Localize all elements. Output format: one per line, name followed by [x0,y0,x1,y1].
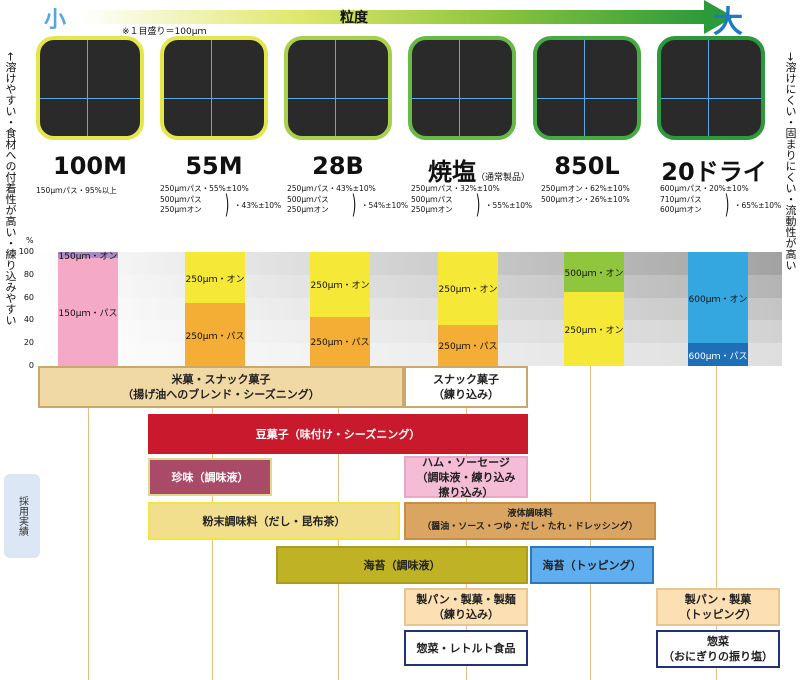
bar-segment [438,252,498,325]
small-label: 小 [44,8,67,33]
product-name: 100M [53,152,127,180]
usage-item: 惣菜 （おにぎりの振り塩） [656,630,780,668]
bar-segment [310,252,370,317]
scale-note: ※１目盛り＝100μｍ [122,27,207,37]
product-name: 55M [185,152,243,180]
product-spec: 600μｍパス・20%±10% 710μｍパス 600μｍオン [660,184,749,214]
product-name: 焼塩（通常製品） [427,158,530,186]
bar-segment [185,303,245,366]
grid-band [35,252,782,275]
bar-segment [564,291,624,366]
bar-segment-label: 500μｍ・オン [564,268,624,279]
grid-band [35,297,782,321]
product-spec-sum: ・54%±10% [361,201,409,210]
y-tick-label: 100 [18,247,34,256]
bar-segment-label: 250μｍ・パス [185,331,245,342]
granularity-arrow [80,10,708,24]
product-spec: 250μｍオン・62%±10% 500μｍオン・26%±10% [541,184,630,204]
axis-title: 粒度 [340,10,368,26]
usage-item: 惣菜・レトルト食品 [404,630,528,666]
product-photo-100m [36,36,144,140]
bar-segment-label: 250μｍ・オン [438,285,498,296]
product-photo-28b [284,36,392,140]
usage-item: 米菓・スナック菓子 （揚げ油へのブレンド・シーズニング） [38,366,404,408]
bar-segment-label: 600μｍ・オン [688,294,748,305]
bar-segment [564,252,624,292]
usage-item: 海苔（調味液） [276,546,528,584]
usage-item: ハム・ソーセージ （調味液・練り込み 擦り込み） [404,456,528,499]
bar-segment [310,316,370,366]
y-tick-label: 60 [23,292,34,302]
grid-band [35,343,782,366]
product-spec-sum: ・55%±10% [485,201,533,210]
usage-item: 海苔（トッピング） [530,546,654,584]
brace: ) [475,190,481,220]
product-spec: 150μｍパス・95%以上 [36,186,117,195]
bar-segment-label: 250μｍ・パス [310,338,370,349]
usage-item: 珍味（調味液） [148,458,272,496]
bar-segment-label: 250μｍ・パス [438,342,498,353]
usage-item: 液体調味料 （醤油・ソース・つゆ・だし・たれ・ドレッシング） [404,502,656,540]
bar-segment-label: 600μｍ・パス [688,351,748,362]
product-name: 850L [554,152,620,180]
usage-item: 製パン・製菓 （トッピング） [656,588,780,626]
arrow-head [704,0,734,34]
usage-item: 製パン・製菓・製麺 （練り込み） [404,588,528,626]
bar-segment [58,257,118,366]
brace: ) [724,190,730,220]
product-spec: 250μｍパス・55%±10% 500μｍパス 250μｍオン [160,184,249,214]
y-tick-label: 20 [23,338,34,348]
brace: ) [224,190,230,220]
bar-segment [58,252,118,258]
large-label: 大 [713,5,743,40]
product-name: 20ドライ [661,158,767,186]
guide-line [716,366,717,680]
grid-band [35,274,782,298]
product-photo-yakishio [408,36,516,140]
product-spec: 250μｍパス・32%±10% 500μｍパス 250μｍオン [411,184,500,214]
right-side-text: →溶けにくい・固まりにくい・流動性が高い [784,52,797,271]
y-axis-unit: % [26,236,34,245]
bar-segment-label: 250μｍ・オン [310,281,370,292]
bar-segment-label: 150μｍ・パス [58,308,118,319]
product-photo-20dry [657,36,765,140]
bar-segment-label: 150μｍ・オン [58,251,118,262]
y-tick-label: 80 [23,269,34,279]
brace: ) [351,190,357,220]
y-tick-label: 0 [28,361,34,370]
usage-item: 豆菓子（味付け・シーズニング） [148,414,528,454]
bar-segment [438,324,498,366]
bar-segment [688,343,748,366]
product-photo-55m [160,36,268,140]
usage-badge: 採用実績 [4,474,40,558]
usage-item: 粉末調味料（だし・昆布茶） [148,502,400,540]
grid-band [35,320,782,344]
product-spec-sum: ・65%±10% [734,201,782,210]
bar-segment-label: 250μｍ・オン [185,274,245,285]
y-tick-label: 40 [23,315,34,325]
product-spec-sum: ・43%±10% [234,201,282,210]
bar-segment [185,252,245,304]
bar-segment [688,252,748,344]
product-name: 28B [312,152,364,180]
product-photo-850l [533,36,641,140]
product-spec: 250μｍパス・43%±10% 500μｍパス 250μｍオン [287,184,376,214]
left-side-text: ←溶けやすい・食材への付着性が高い・練り込みやすい [4,52,17,326]
usage-item: スナック菓子 （練り込み） [404,366,528,408]
guide-line [88,366,89,680]
bar-segment-label: 250μｍ・オン [564,325,624,336]
